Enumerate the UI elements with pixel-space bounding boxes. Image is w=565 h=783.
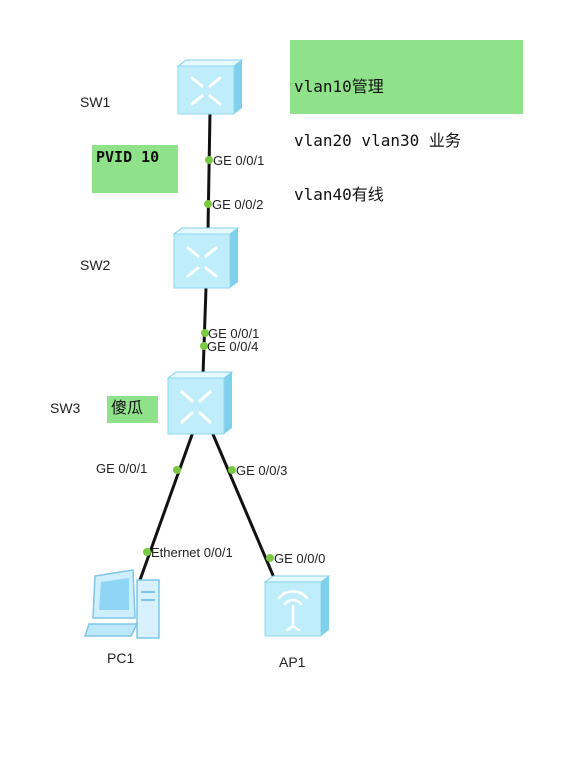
- port-dot: [200, 342, 208, 350]
- link-sw1-sw2: [206, 111, 212, 231]
- vlan-note: vlan10管理 vlan20 vlan30 业务 vlan40有线: [290, 40, 523, 204]
- port-label: GE 0/0/3: [236, 463, 288, 478]
- port-label: GE 0/0/0: [274, 551, 326, 566]
- switch-icon[interactable]: [172, 227, 240, 289]
- switch-icon[interactable]: [166, 371, 234, 435]
- port-dot: [205, 156, 213, 164]
- pvid-note: PVID 10: [92, 145, 178, 193]
- device-label-sw3: SW3: [50, 400, 81, 416]
- port-label: Ethernet 0/0/1: [151, 545, 233, 560]
- port-dot: [173, 466, 181, 474]
- port-label: GE 0/0/4: [207, 339, 259, 354]
- port-dot: [143, 548, 151, 556]
- port-dot: [266, 554, 274, 562]
- port-label: GE 0/0/1: [213, 153, 265, 168]
- vlan-note-line: vlan10管理: [294, 77, 384, 96]
- pc-icon[interactable]: [83, 569, 160, 639]
- sw3-note: 傻瓜: [107, 396, 158, 423]
- device-label-sw1: SW1: [80, 94, 111, 110]
- port-label: GE 0/0/2: [212, 197, 264, 212]
- device-label-pc1: PC1: [107, 650, 135, 666]
- switch-icon[interactable]: [176, 59, 244, 115]
- access-point-icon[interactable]: [263, 575, 331, 637]
- port-dot: [201, 329, 209, 337]
- port-label: GE 0/0/1: [96, 461, 148, 476]
- port-label: GE 0/0/1: [208, 326, 260, 341]
- port-dot: [228, 466, 236, 474]
- port-dot: [204, 200, 212, 208]
- vlan-note-line: vlan20 vlan30 业务: [294, 131, 461, 150]
- link-sw3-ap1: [210, 431, 277, 581]
- device-label-ap1: AP1: [279, 654, 306, 670]
- device-label-sw2: SW2: [80, 257, 111, 273]
- vlan-note-line: vlan40有线: [294, 185, 384, 204]
